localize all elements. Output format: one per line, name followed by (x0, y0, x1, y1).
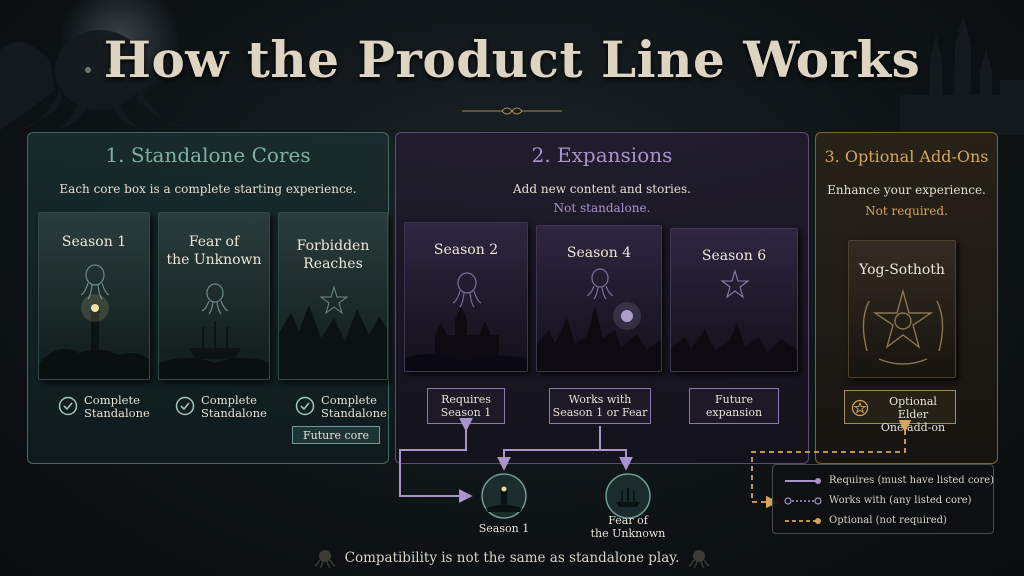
season-2-requirement: Requires Season 1 (427, 388, 505, 424)
legend-works-with-label: Works with (any listed core) (829, 495, 972, 506)
fear-box-title-line-2: the Unknown (166, 252, 262, 268)
fear-box-title-line-1: Fear of (188, 234, 240, 250)
fear-node-icon[interactable] (604, 472, 652, 520)
star-art (671, 229, 797, 371)
forbidden-box-title-line-2: Reaches (303, 256, 363, 272)
expansions-description: Add new content and stories. (513, 182, 691, 196)
optional-addons-description: Enhance your experience. (827, 183, 986, 197)
season-4-requirement: Works with Season 1 or Fear (549, 388, 651, 424)
season-1-node-icon[interactable] (480, 472, 528, 520)
ship-icon (616, 488, 640, 507)
season-1-node-label: Season 1 (478, 522, 530, 535)
season-6-box[interactable]: Season 6 (670, 228, 798, 372)
requirement-line-1: Future (715, 393, 753, 406)
status-line-2: Standalone (321, 406, 387, 420)
dashed-line-icon (785, 517, 821, 524)
requirement-line-2: Season 1 (440, 406, 492, 419)
fear-status: Complete Standalone (175, 394, 275, 424)
status-line-1: Complete (84, 393, 140, 407)
legend-optional: Optional (not required) (783, 515, 947, 526)
page-title: How the Product Line Works (103, 30, 921, 89)
future-core-badge: Future core (292, 426, 380, 444)
elder-sign-icon (720, 269, 750, 299)
legend-optional-label: Optional (not required) (829, 515, 947, 526)
check-circle-icon (58, 396, 78, 416)
check-circle-icon (175, 396, 195, 416)
requirement-line-2: Season 1 or Fear (552, 406, 648, 419)
check-circle-icon (295, 396, 315, 416)
status-line-2: Standalone (201, 406, 267, 420)
cthulhu-icon (80, 264, 110, 300)
season-6-requirement: Future expansion (689, 388, 779, 424)
forbidden-status: Complete Standalone (295, 394, 395, 424)
solid-line-icon (785, 477, 821, 484)
legend-requires-label: Requires (must have listed core) (829, 475, 995, 486)
status-line-1: Complete (201, 393, 257, 407)
season-4-box[interactable]: Season 4 (536, 225, 662, 372)
ship-art (159, 213, 269, 379)
forbidden-box-title-line-1: Forbidden (296, 238, 370, 254)
expansions-heading: 2. Expansions (531, 143, 673, 167)
standalone-cores-description: Each core box is a complete starting exp… (59, 182, 357, 196)
season-6-box-title: Season 6 (701, 248, 767, 264)
requirement-line-2: expansion (705, 406, 763, 419)
season-1-box[interactable]: Season 1 (38, 212, 150, 380)
season-2-box[interactable]: Season 2 (404, 222, 528, 372)
yog-sothoth-art (849, 241, 955, 377)
fear-node-label-line-2: the Unknown (590, 527, 666, 540)
yog-sothoth-box[interactable]: Yog-Sothoth (848, 240, 956, 378)
season-4-box-title: Season 4 (566, 245, 632, 261)
yog-sothoth-box-title: Yog-Sothoth (859, 262, 945, 278)
season-1-status: Complete Standalone (58, 394, 158, 424)
spires-art (537, 226, 661, 371)
status-line-2: Standalone (84, 406, 150, 420)
optional-addons-heading: 3. Optional Add-Ons (824, 147, 989, 166)
fear-of-the-unknown-box[interactable]: Fear of the Unknown (158, 212, 270, 380)
dotted-line-icon (784, 496, 822, 505)
status-line-1: Complete (321, 393, 377, 407)
cthulhu-icon (586, 268, 614, 300)
lighthouse-art (39, 213, 149, 379)
optional-addons-note: Not required. (865, 204, 948, 218)
tag-line-2: One add-on (880, 421, 946, 434)
legend-requires: Requires (must have listed core) (783, 475, 994, 486)
mountains-art (279, 213, 387, 379)
yog-sothoth-tag: Optional Elder One add-on (844, 390, 956, 434)
fear-node-label-line-1: Fear of (608, 514, 648, 527)
tag-line-1: Optional Elder (889, 395, 937, 421)
castle-art (405, 223, 527, 371)
requirement-line-1: Works with (568, 393, 632, 406)
forbidden-reaches-box[interactable]: Forbidden Reaches (278, 212, 388, 380)
footer-right-cthulhu-icon (688, 550, 710, 568)
season-1-box-title: Season 1 (61, 234, 127, 250)
legend: Requires (must have listed core) Works w… (772, 464, 994, 534)
elder-sign-icon (851, 399, 869, 417)
legend-works-with: Works with (any listed core) (783, 495, 972, 506)
expansions-note: Not standalone. (553, 201, 651, 215)
season-2-box-title: Season 2 (433, 242, 499, 258)
elder-sign-icon (862, 288, 944, 365)
title-ornament (462, 107, 562, 115)
cthulhu-icon (201, 283, 229, 315)
standalone-cores-heading: 1. Standalone Cores (105, 143, 311, 167)
requirement-line-1: Requires (441, 393, 491, 406)
cthulhu-icon (452, 272, 482, 308)
elder-sign-icon (319, 285, 349, 315)
footer-left-cthulhu-icon (314, 550, 336, 568)
lighthouse-icon (486, 485, 522, 512)
footer-note: Compatibility is not the same as standal… (344, 550, 680, 566)
